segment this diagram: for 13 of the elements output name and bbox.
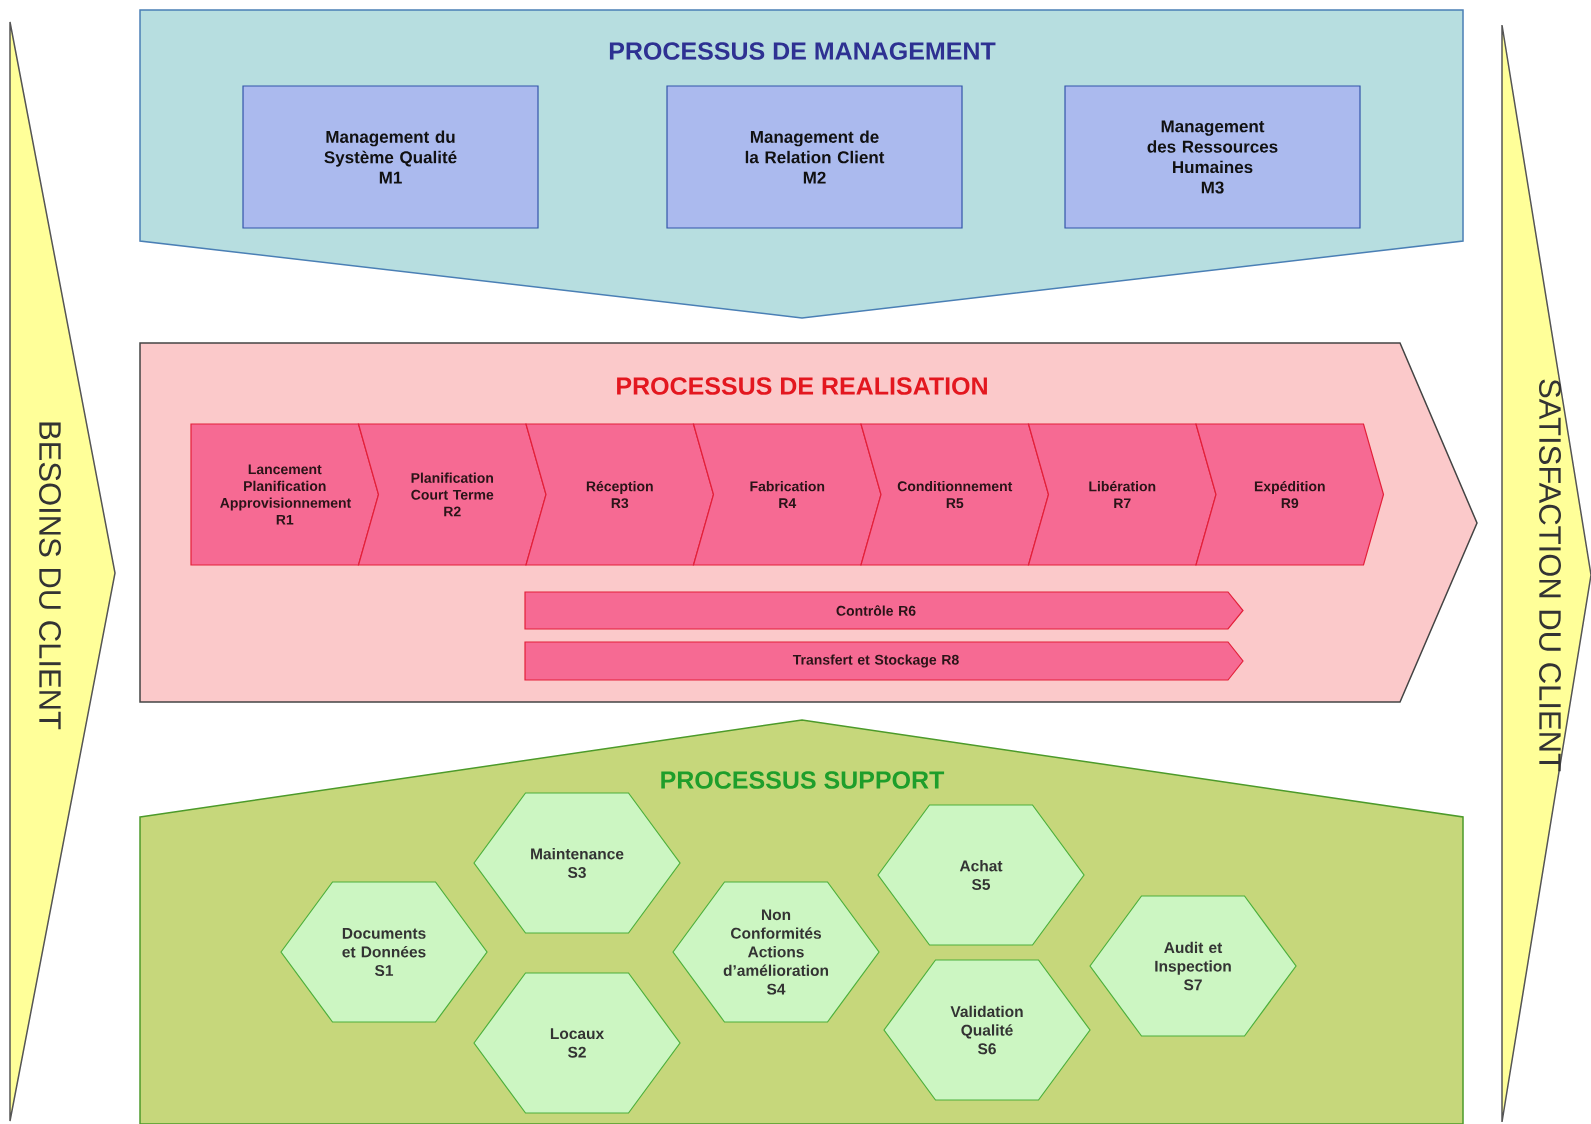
- process-hexagon: Locaux S2: [473, 972, 681, 1114]
- process-step: Lancement Planification Approvisionnement R1: [190, 423, 380, 566]
- process-box: Management des Ressources Humaines M3: [1064, 85, 1361, 229]
- process-hexagon: Documents et Données S1: [280, 881, 488, 1023]
- process-hexagon: Audit et Inspection S7: [1089, 895, 1297, 1037]
- process-box: Management de la Relation Client M2: [666, 85, 963, 229]
- process-bar: Contrôle R6: [524, 591, 1244, 630]
- process-hexagon: Achat S5: [877, 804, 1085, 946]
- process-hexagon: Validation Qualité S6: [883, 959, 1091, 1101]
- process-hexagon: Non Conformités Actions d’amélioration S4: [672, 881, 880, 1023]
- process-box: Management du Système Qualité M1: [242, 85, 539, 229]
- process-hexagon: Maintenance S3: [473, 792, 681, 934]
- process-bar: Transfert et Stockage R8: [524, 641, 1244, 681]
